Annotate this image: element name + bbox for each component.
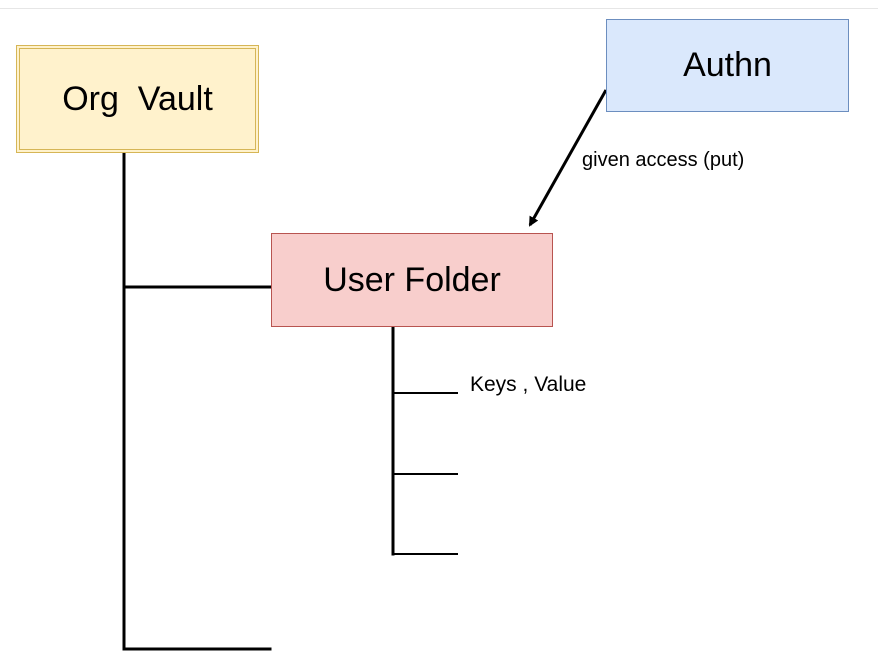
- user-folder-label: User Folder: [323, 260, 501, 299]
- given-access-edge-label: given access (put): [582, 149, 745, 171]
- authn-label: Authn: [683, 46, 772, 84]
- top-divider: [0, 8, 878, 9]
- org-vault-label: Org Vault: [62, 79, 213, 118]
- user-folder-node[interactable]: User Folder: [271, 233, 553, 327]
- authn-to-user-folder-arrow: [528, 89, 608, 227]
- keys-value-edge-label: Keys , Value: [470, 373, 587, 396]
- authn-node[interactable]: Authn: [606, 19, 849, 112]
- org-vault-node[interactable]: Org Vault: [16, 45, 259, 153]
